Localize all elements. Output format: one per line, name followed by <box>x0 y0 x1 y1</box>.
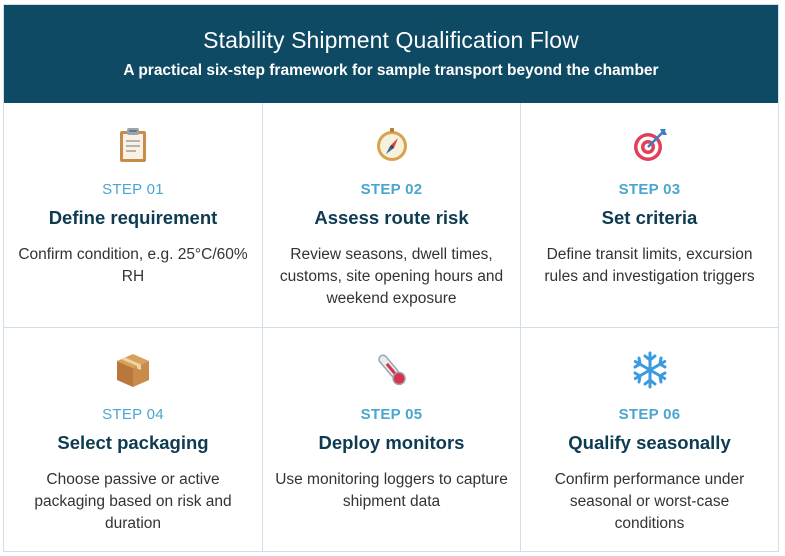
step-card-01: STEP 01 Define requirement Confirm condi… <box>4 103 262 327</box>
step-card-02: STEP 02 Assess route risk Review seasons… <box>262 103 520 327</box>
step-title: Assess route risk <box>314 207 469 228</box>
header-banner: Stability Shipment Qualification Flow A … <box>4 5 778 103</box>
flow-card: Stability Shipment Qualification Flow A … <box>3 4 779 552</box>
step-label: STEP 02 <box>360 181 423 198</box>
package-icon <box>113 350 153 390</box>
page-title: Stability Shipment Qualification Flow <box>203 27 579 53</box>
snowflake-icon <box>630 350 670 390</box>
step-label: STEP 01 <box>102 181 164 198</box>
step-title: Select packaging <box>57 432 209 453</box>
step-title: Set criteria <box>601 207 698 228</box>
step-description: Confirm condition, e.g. 25°C/60% RH <box>18 246 248 285</box>
step-description: Use monitoring loggers to capture shipme… <box>275 471 508 510</box>
step-label: STEP 05 <box>360 406 423 423</box>
target-icon <box>630 125 670 165</box>
thermometer-icon <box>372 350 412 390</box>
step-card-03: STEP 03 Set criteria Define transit limi… <box>520 103 778 327</box>
step-description: Define transit limits, excursion rules a… <box>544 246 755 285</box>
step-card-04: STEP 04 Select packaging Choose passive … <box>4 327 262 551</box>
step-description: Choose passive or active packaging based… <box>34 471 232 532</box>
clipboard-icon <box>113 125 153 165</box>
step-description: Review seasons, dwell times, customs, si… <box>279 246 504 307</box>
step-title: Define requirement <box>48 207 218 228</box>
step-card-05: STEP 05 Deploy monitors Use monitoring l… <box>262 327 520 551</box>
step-label: STEP 03 <box>618 181 681 198</box>
step-label: STEP 06 <box>618 406 681 423</box>
page-subtitle: A practical six-step framework for sampl… <box>123 62 659 79</box>
compass-icon <box>372 125 412 165</box>
step-label: STEP 04 <box>102 406 164 423</box>
step-title: Deploy monitors <box>318 432 465 453</box>
steps-grid: STEP 01 Define requirement Confirm condi… <box>4 103 778 551</box>
step-card-06: STEP 06 Qualify seasonally Confirm perfo… <box>520 327 778 551</box>
step-title: Qualify seasonally <box>568 432 731 453</box>
step-description: Confirm performance under seasonal or wo… <box>554 471 745 532</box>
